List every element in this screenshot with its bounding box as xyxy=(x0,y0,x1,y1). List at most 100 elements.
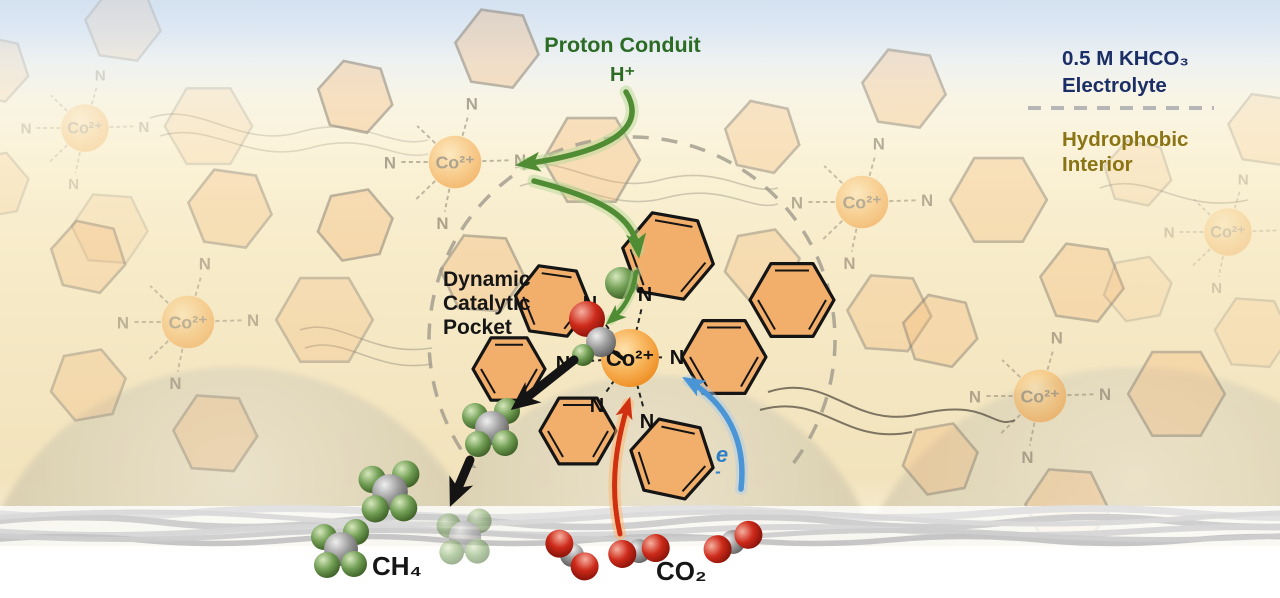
nitrogen-label: N xyxy=(1021,448,1033,467)
pyridine-ring xyxy=(0,151,30,216)
pyridine-ring xyxy=(49,219,127,295)
pyridine-ring xyxy=(1126,350,1227,438)
pyridine-ring xyxy=(171,394,259,473)
electron-symbol: e xyxy=(715,442,729,467)
pyridine-ring xyxy=(748,262,836,338)
pyridine-ring xyxy=(0,38,30,103)
co2-feed-arrow xyxy=(612,396,633,537)
cobalt-label: Co²⁺ xyxy=(1210,224,1245,242)
pyridine-ring xyxy=(538,396,618,466)
nitrogen-label: N xyxy=(1051,329,1063,348)
nitrogen-label: N xyxy=(1164,225,1175,242)
pyridine-ring xyxy=(316,59,394,135)
nitrogen-label: N xyxy=(21,121,32,138)
nitrogen-label: N xyxy=(1099,385,1111,404)
pyridine-ring xyxy=(723,99,801,175)
molecule-layer xyxy=(311,398,763,581)
pyridine-ring xyxy=(316,188,395,262)
electron-charge: - xyxy=(715,462,721,481)
ch4-molecule xyxy=(358,460,420,523)
pyridine-ring xyxy=(163,87,254,166)
nitrogen-label: N xyxy=(436,214,448,233)
pyridine-ring xyxy=(901,422,980,496)
ch4-molecule xyxy=(311,519,369,578)
pyridine-ring xyxy=(70,193,149,265)
pyridine-ring xyxy=(680,319,768,395)
pyridine-ring xyxy=(186,168,274,249)
dynamic-catalytic-pocket-label: Dynamic Catalytic Pocket xyxy=(443,268,531,340)
pyridine-ring xyxy=(84,0,162,62)
mesh-strand xyxy=(0,513,1280,531)
ch4-molecule xyxy=(436,508,492,565)
nitrogen-label: N xyxy=(1211,280,1222,297)
pyridine-ring xyxy=(901,293,979,369)
hydrophobic-interior-label: Hydrophobic Interior xyxy=(1062,127,1188,177)
background-complex-layer: Co²⁺NNNNCo²⁺NNNNCo²⁺NNNNCo²⁺NNNNCo²⁺NNNN… xyxy=(0,0,1280,547)
pyridine-ring xyxy=(274,276,375,364)
cobalt-label: Co²⁺ xyxy=(842,192,881,212)
ch4-molecule xyxy=(462,398,520,457)
pyridine-ring xyxy=(1102,139,1173,207)
nitrogen-label: N xyxy=(169,374,181,393)
nitrogen-label: N xyxy=(843,254,855,273)
co2-molecule xyxy=(545,529,599,581)
co2-molecule xyxy=(608,534,670,568)
cobalt-center xyxy=(61,104,109,152)
cobalt-center xyxy=(161,295,215,349)
nitrogen-label: N xyxy=(138,119,149,136)
cobalt-label: Co²⁺ xyxy=(168,312,207,332)
pyridine-ring xyxy=(453,8,541,89)
nitrogen-label: N xyxy=(384,153,396,172)
pyridine-ring xyxy=(1213,297,1280,369)
hydrophobic-line1: Hydrophobic xyxy=(1062,128,1189,151)
proton-conduit-label: Proton Conduit xyxy=(544,33,701,57)
proton-arrow-lower xyxy=(531,178,647,259)
nitrogen-label: N xyxy=(670,347,684,369)
pyridine-ring xyxy=(948,156,1049,244)
nitrogen-label: N xyxy=(640,411,654,433)
pyridine-ring xyxy=(1102,255,1173,323)
nitrogen-label: N xyxy=(873,135,885,154)
proton-arrow-upper xyxy=(515,89,635,172)
electrolyte-line1: 0.5 M KHCO₃ xyxy=(1062,47,1189,70)
co2-molecule xyxy=(703,520,763,564)
electrolyte-line2: Electrolyte xyxy=(1062,74,1167,97)
cobalt-center xyxy=(1013,369,1067,423)
nitrogen-label: N xyxy=(68,176,79,193)
polymer-chain-foreground xyxy=(759,386,1016,436)
methane-label: CH₄ xyxy=(372,551,422,581)
nitrogen-label: N xyxy=(969,387,981,406)
methane-release-arrow-2 xyxy=(449,455,475,507)
proton-h-label: H⁺ xyxy=(610,64,635,86)
reaction-arrows xyxy=(449,85,748,540)
nitrogen-label: N xyxy=(199,255,211,274)
nitrogen-label: N xyxy=(590,395,604,417)
pyridine-ring xyxy=(845,274,933,353)
pyridine-ring xyxy=(1227,92,1280,166)
dome-left xyxy=(0,367,484,546)
mesh-strand xyxy=(0,533,1280,547)
pocket-line1: Dynamic xyxy=(443,268,531,291)
nitrogen-label: N xyxy=(1238,172,1249,189)
nitrogen-label: N xyxy=(638,284,652,306)
pyridine-ring xyxy=(1038,242,1126,323)
electrolyte-label: 0.5 M KHCO₃ Electrolyte xyxy=(1062,45,1189,99)
electron-arrow xyxy=(682,376,745,492)
co2-label: CO₂ xyxy=(656,556,707,586)
proton-transfer-arrow xyxy=(605,269,639,325)
mesh-strand xyxy=(0,524,1280,538)
hydrophobic-line2: Interior xyxy=(1062,153,1133,176)
nitrogen-label: N xyxy=(921,191,933,210)
cobalt-label: Co²⁺ xyxy=(67,120,102,138)
pocket-line2: Catalytic xyxy=(443,292,531,315)
dome-right xyxy=(863,367,1280,546)
mesh-strand xyxy=(0,509,1280,527)
cobalt-center xyxy=(428,135,482,189)
pocket-line3: Pocket xyxy=(443,316,512,339)
pyridine-ring xyxy=(860,48,948,129)
